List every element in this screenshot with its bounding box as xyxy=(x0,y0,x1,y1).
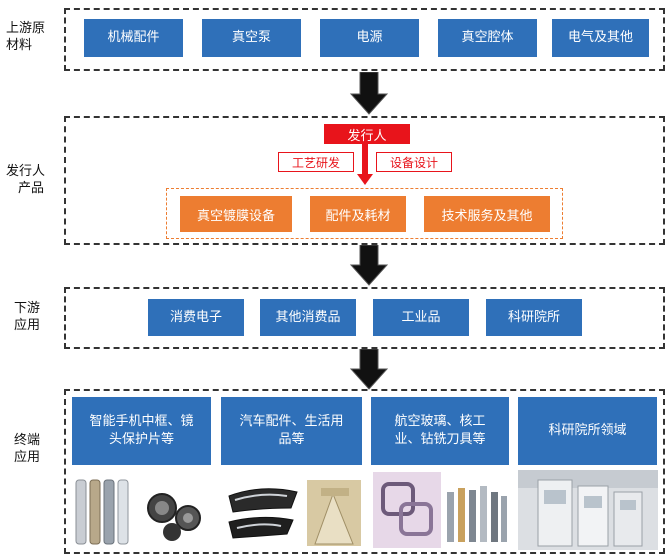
product-tech-services-other: 技术服务及其他 xyxy=(424,196,550,232)
aviation-glass-tools-image xyxy=(371,470,511,550)
product-vacuum-coating-equipment: 真空镀膜设备 xyxy=(180,196,292,232)
issuer-section xyxy=(64,116,665,245)
issuer-title: 发行人 xyxy=(324,124,410,144)
tag-equipment-design: 设备设计 xyxy=(376,152,452,172)
upstream-section xyxy=(64,8,665,71)
smartphone-frames-image xyxy=(72,474,212,548)
upstream-item-vacuum-pump: 真空泵 xyxy=(202,19,301,57)
upstream-label: 上游原 材料 xyxy=(6,21,46,53)
terminal-item-smartphone: 智能手机中框、镜 头保护片等 xyxy=(72,397,211,465)
down-arrow-icon xyxy=(349,349,389,390)
tag-process-rd: 工艺研发 xyxy=(278,152,354,172)
automotive-parts-image xyxy=(221,474,363,548)
downstream-section xyxy=(64,287,665,349)
downstream-label: 下游 应用 xyxy=(14,301,41,333)
down-arrow-icon xyxy=(349,72,389,115)
downstream-item-industrial-goods: 工业品 xyxy=(373,299,469,336)
downstream-item-research-institutes: 科研院所 xyxy=(486,299,582,336)
upstream-item-electrical-other: 电气及其他 xyxy=(552,19,649,57)
issuer-products-group xyxy=(166,188,563,239)
issuer-label: 发行人 产品 xyxy=(6,164,46,196)
downstream-item-other-consumer-goods: 其他消费品 xyxy=(260,299,356,336)
terminal-item-aviation: 航空玻璃、核工 业、钻铣刀具等 xyxy=(371,397,509,465)
terminal-label: 终端 应用 xyxy=(14,433,41,465)
upstream-item-mechanical-parts: 机械配件 xyxy=(84,19,183,57)
upstream-item-power-supply: 电源 xyxy=(320,19,419,57)
terminal-section xyxy=(64,389,665,554)
red-down-arrow-icon xyxy=(357,144,373,185)
research-equipment-image xyxy=(518,470,658,550)
down-arrow-icon xyxy=(349,245,389,286)
upstream-item-vacuum-chamber: 真空腔体 xyxy=(438,19,537,57)
downstream-item-consumer-electronics: 消费电子 xyxy=(148,299,244,336)
product-parts-consumables: 配件及耗材 xyxy=(310,196,406,232)
terminal-item-automotive: 汽车配件、生活用 品等 xyxy=(221,397,362,465)
terminal-item-research: 科研院所领域 xyxy=(518,397,657,465)
